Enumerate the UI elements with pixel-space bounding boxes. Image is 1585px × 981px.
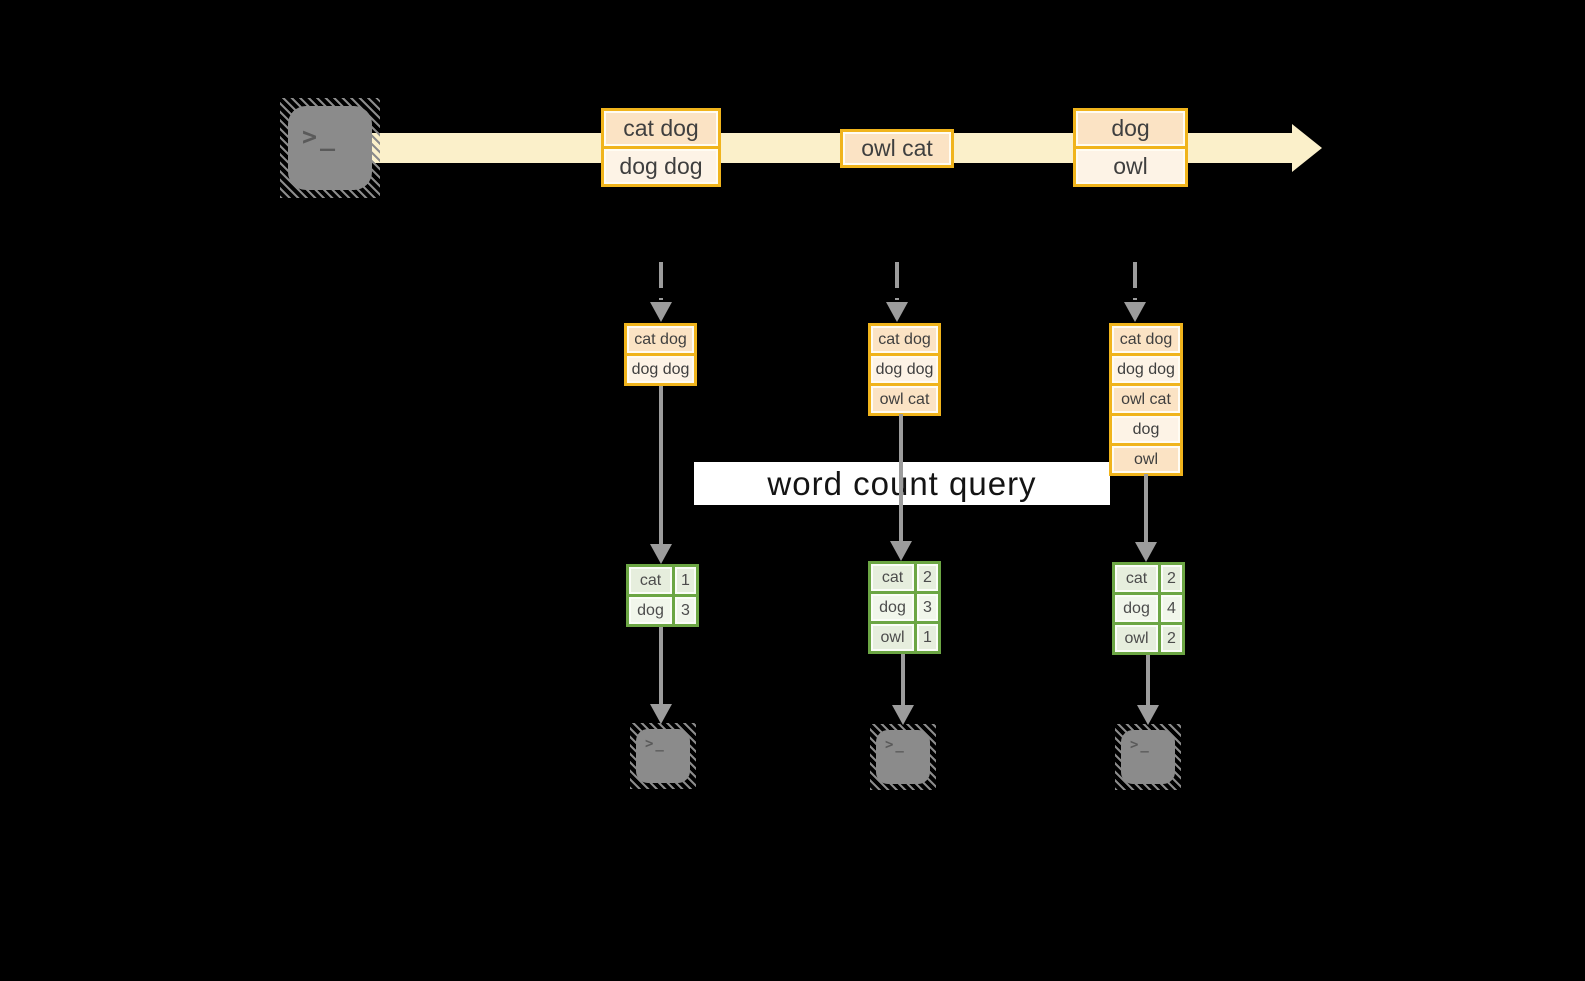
- output-arrow-line-3: [1146, 655, 1150, 708]
- batch-line: dog dog: [1112, 356, 1180, 383]
- query-arrow-head-2: [890, 541, 912, 561]
- dashed-arrow-head-3: [1124, 302, 1146, 322]
- query-arrow-head-1: [650, 544, 672, 564]
- stream-event-text: owl: [1076, 149, 1185, 184]
- count-cell-value: 2: [1161, 565, 1182, 592]
- output-arrow-line-1: [659, 627, 663, 707]
- terminal-screen: [876, 730, 930, 784]
- dashed-arrow-line-3: [1133, 262, 1137, 300]
- count-cell-value: 3: [917, 594, 938, 621]
- stream-event-box-2: owl cat: [840, 129, 954, 168]
- count-cell-value: 2: [1161, 625, 1182, 652]
- batch-box-3: cat dog dog dog owl cat dog owl: [1109, 323, 1183, 476]
- query-arrow-line-2: [899, 414, 903, 542]
- query-arrow-line-3: [1144, 474, 1148, 542]
- dashed-arrow-head-2: [886, 302, 908, 322]
- stream-event-text: owl cat: [843, 132, 951, 165]
- count-table-3: cat 2 dog 4 owl 2: [1112, 562, 1185, 655]
- output-arrow-head-1: [650, 704, 672, 724]
- batch-line: dog: [1112, 416, 1180, 443]
- terminal-prompt-icon: >_: [1130, 737, 1151, 753]
- count-cell-word: dog: [629, 597, 672, 624]
- batch-line: cat dog: [1112, 326, 1180, 353]
- stream-event-box-1: cat dog dog dog: [601, 108, 721, 187]
- batch-box-2: cat dog dog dog owl cat: [868, 323, 941, 416]
- query-arrow-head-3: [1135, 542, 1157, 562]
- stream-event-box-3: dog owl: [1073, 108, 1188, 187]
- query-arrow-line-1: [659, 386, 663, 546]
- stream-event-text: dog dog: [604, 149, 718, 184]
- count-cell-value: 3: [675, 597, 696, 624]
- count-cell-word: owl: [1115, 625, 1158, 652]
- count-cell-word: dog: [871, 594, 914, 621]
- count-cell-value: 2: [917, 564, 938, 591]
- terminal-prompt-icon: >_: [645, 736, 666, 752]
- batch-box-1: cat dog dog dog: [624, 323, 697, 386]
- batch-line: owl: [1112, 446, 1180, 473]
- terminal-screen: [1121, 730, 1175, 784]
- terminal-screen: [288, 106, 372, 190]
- output-arrow-head-2: [892, 705, 914, 725]
- batch-line: cat dog: [627, 326, 694, 353]
- terminal-prompt-icon: >_: [885, 737, 906, 753]
- sink-terminal-icon-2: >_: [870, 724, 936, 790]
- sink-terminal-icon-3: >_: [1115, 724, 1181, 790]
- count-table-1: cat 1 dog 3: [626, 564, 699, 627]
- output-arrow-line-2: [901, 654, 905, 708]
- count-cell-word: cat: [871, 564, 914, 591]
- output-arrow-head-3: [1137, 705, 1159, 725]
- stream-event-text: cat dog: [604, 111, 718, 146]
- batch-line: owl cat: [871, 386, 938, 413]
- dashed-arrow-line-1: [659, 262, 663, 300]
- count-cell-value: 1: [917, 624, 938, 651]
- count-cell-word: cat: [1115, 565, 1158, 592]
- terminal-prompt-icon: >_: [302, 122, 339, 151]
- batch-line: dog dog: [627, 356, 694, 383]
- batch-line: cat dog: [871, 326, 938, 353]
- count-cell-word: cat: [629, 567, 672, 594]
- count-cell-value: 4: [1161, 595, 1182, 622]
- sink-terminal-icon-1: >_: [630, 723, 696, 789]
- count-cell-word: owl: [871, 624, 914, 651]
- count-table-2: cat 2 dog 3 owl 1: [868, 561, 941, 654]
- batch-line: owl cat: [1112, 386, 1180, 413]
- count-cell-word: dog: [1115, 595, 1158, 622]
- dashed-arrow-line-2: [895, 262, 899, 300]
- batch-line: dog dog: [871, 356, 938, 383]
- terminal-screen: [636, 729, 690, 783]
- stream-event-text: dog: [1076, 111, 1185, 146]
- dashed-arrow-head-1: [650, 302, 672, 322]
- stream-arrow-head: [1292, 124, 1322, 172]
- source-terminal-icon: >_: [280, 98, 380, 198]
- count-cell-value: 1: [675, 567, 696, 594]
